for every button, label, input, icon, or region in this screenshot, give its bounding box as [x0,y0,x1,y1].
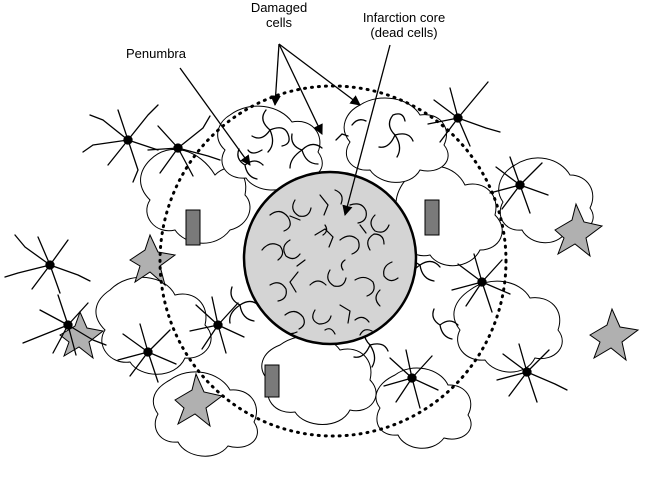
astrocyte-icon [59,310,105,360]
vessel-segment [264,364,280,398]
penumbra-boundary [158,84,508,438]
neuron-outline [140,148,251,244]
damaged-cell-icon [229,286,261,324]
penumbra-label-text: Penumbra [126,46,186,61]
damaged-pointer-arrow [278,43,361,106]
neuron-icon [4,234,91,294]
infarction-core-label: Infarction core (dead cells) [352,10,456,40]
core-pointer-arrow [342,44,391,217]
vessel-segment [424,199,440,236]
astrocyte-icon [554,202,604,258]
damaged-cell-icon [247,109,290,154]
neuron-outline [343,97,449,183]
infarction-core [242,170,418,346]
neuron-icon [451,253,511,313]
damaged-cell-icon [289,133,323,169]
infarction-core-label-line1: Infarction core [362,10,446,25]
damaged-cells-label-line1: Damaged [250,0,308,15]
vessel-segment [185,209,201,246]
neuron-icon [496,343,568,403]
neuron-icon [147,115,221,177]
damaged-cell-icon [432,308,459,340]
neuron-icon [489,156,549,214]
neuron-icon [22,294,107,356]
damaged-cell-icon [378,113,414,158]
damaged-pointer-arrow [270,43,281,107]
neuron-icon [189,296,245,354]
infarction-core-label-line2: (dead cells) [370,25,438,40]
damaged-cells-label-line2: cells [265,15,292,30]
neuron-icon [427,81,501,147]
penumbra-label: Penumbra [126,46,186,61]
damaged-cell-icon [335,119,367,141]
damaged-pointer-arrow [278,43,323,135]
neuron-outline [375,367,472,449]
neuron-outline [453,280,563,373]
astrocyte-icon [174,372,224,428]
astrocyte-layer [59,202,640,428]
astrocyte-icon [589,307,640,362]
astrocyte-icon [129,233,177,287]
neuron-icon [383,349,439,409]
penumbra-pointer-arrow [179,67,251,166]
neuron-outline [95,276,212,375]
dead-cell-fragment-icon [261,189,399,336]
neuron-star-layer [4,81,568,409]
damaged-cells-label: Damaged cells [243,0,315,30]
neuron-icon [117,323,177,383]
pointer-arrows [179,43,391,217]
vessel-layer [185,199,440,398]
neuron-icon [82,104,159,183]
